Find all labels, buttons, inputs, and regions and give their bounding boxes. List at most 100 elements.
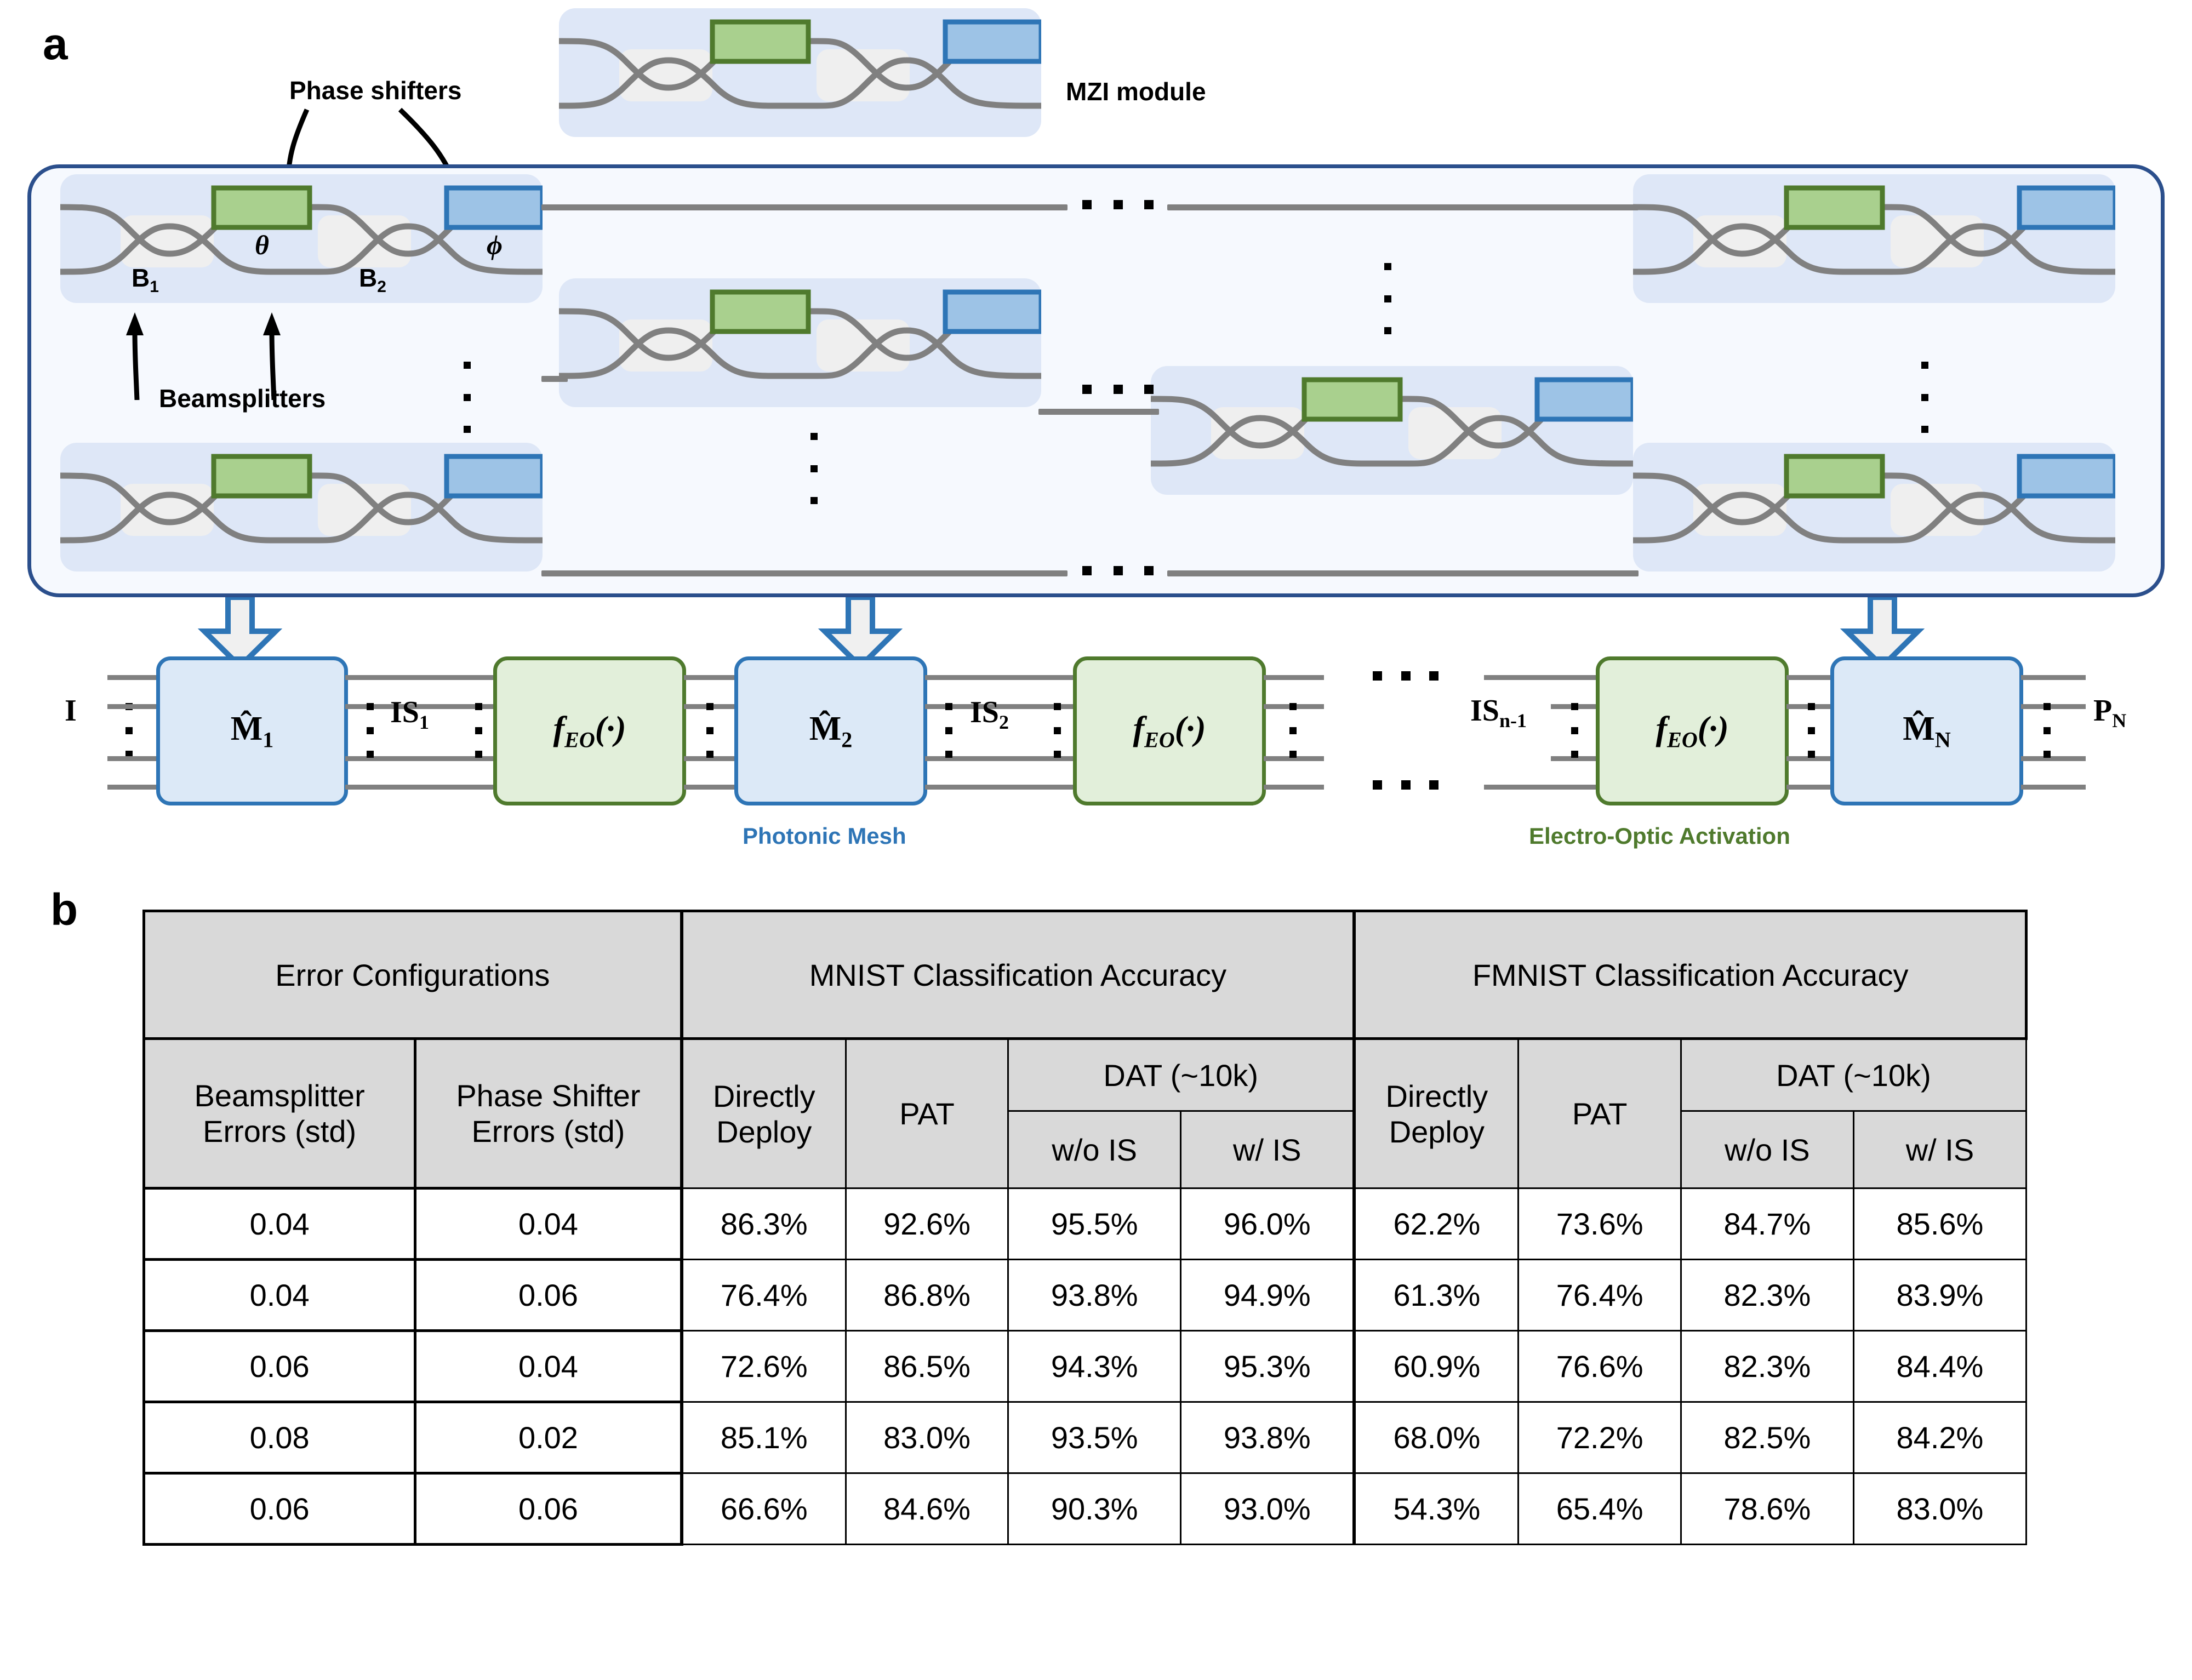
table-row: 0.06 0.06 66.6% 84.6% 90.3% 93.0% 54.3% … xyxy=(142,1472,2028,1546)
block-label: M̂1 xyxy=(230,710,274,752)
cell-phase-shifter-error: 0.02 xyxy=(414,1401,683,1475)
pipe-wire xyxy=(107,704,168,709)
header-error-configurations: Error Configurations xyxy=(142,910,683,1040)
cell-fmnist-pat: 72.2% xyxy=(1517,1401,1682,1474)
mzi-module-illustration xyxy=(559,8,1041,137)
header-line-2: Errors (std) xyxy=(203,1114,357,1148)
cell-fmnist-pat: 76.6% xyxy=(1517,1330,1682,1403)
table-row: 0.06 0.04 72.6% 86.5% 94.3% 95.3% 60.9% … xyxy=(142,1329,2028,1403)
block-activation-1[interactable]: fEO(·) xyxy=(493,656,686,805)
cell-mnist-directly-deploy: 72.6% xyxy=(680,1330,847,1403)
table-row: 0.04 0.04 86.3% 92.6% 95.5% 96.0% 62.2% … xyxy=(142,1187,2028,1261)
block-matrix-2[interactable]: M̂2 xyxy=(734,656,927,805)
beamsplitters-label: Beamsplitters xyxy=(159,384,326,413)
cell-mnist-pat: 92.6% xyxy=(844,1187,1009,1260)
mzi-module-r1c2 xyxy=(1633,174,2115,303)
cell-beamsplitter-error: 0.04 xyxy=(142,1258,417,1332)
pipe-wire xyxy=(684,675,739,680)
down-arrow-3 xyxy=(1840,597,1925,668)
cell-mnist-pat: 83.0% xyxy=(844,1401,1009,1474)
ellipsis-middle xyxy=(1082,384,1154,395)
block-activation-n[interactable]: fEO(·) xyxy=(1596,656,1789,805)
pipe-wire xyxy=(1484,675,1654,680)
table-header-leaf-row: w/o IS w/ IS w/o IS w/ IS xyxy=(144,1110,2028,1189)
cell-beamsplitter-error: 0.06 xyxy=(142,1472,417,1546)
header-line-2: Deploy xyxy=(1389,1114,1485,1149)
mzi-module-r2c2 xyxy=(1151,366,1633,495)
cell-fmnist-dat-w-is: 84.4% xyxy=(1852,1330,2028,1403)
phase-shifters-label: Phase shifters xyxy=(289,76,462,105)
block-label: fEO(·) xyxy=(553,710,626,752)
block-activation-2[interactable]: fEO(·) xyxy=(1073,656,1266,805)
cell-mnist-directly-deploy: 85.1% xyxy=(680,1401,847,1474)
cell-fmnist-pat: 65.4% xyxy=(1517,1472,1682,1545)
ellipsis-bottom xyxy=(1082,565,1154,576)
is-label-n-1: ISn-1 xyxy=(1470,694,1527,732)
theta-label: θ xyxy=(255,230,269,260)
pipe-wire xyxy=(107,675,168,680)
cell-fmnist-dat-wo-is: 82.3% xyxy=(1680,1259,1854,1332)
mzi-module-r1c1 xyxy=(60,174,543,303)
block-label: M̂2 xyxy=(809,710,853,752)
mzi-module-r2c1 xyxy=(559,278,1041,407)
header-mnist-accuracy: MNIST Classification Accuracy xyxy=(680,910,1356,1040)
pipe-wire xyxy=(1264,785,1324,790)
header-phase-shifter-errors: Phase Shifter Errors (std) xyxy=(414,1037,683,1190)
block-label: M̂N xyxy=(1903,710,1951,752)
header-fmnist-w-is: w/ IS xyxy=(1852,1110,2028,1189)
pipe-wire xyxy=(925,675,1129,680)
block-matrix-N[interactable]: M̂N xyxy=(1830,656,2023,805)
header-line-1: Directly xyxy=(1385,1078,1488,1113)
mzi-waveguide-diagram xyxy=(60,185,543,275)
block-label: fEO(·) xyxy=(1133,710,1206,752)
cell-mnist-dat-w-is: 93.8% xyxy=(1180,1401,1355,1474)
cell-mnist-dat-wo-is: 94.3% xyxy=(1007,1330,1182,1403)
header-fmnist-accuracy: FMNIST Classification Accuracy xyxy=(1352,910,2028,1040)
pipe-wire xyxy=(345,785,549,790)
dots-post-feo2 xyxy=(1289,703,1297,758)
ellipsis-vertical-mid xyxy=(1384,263,1391,334)
mzi-module-r3c1 xyxy=(60,443,543,572)
cell-mnist-dat-w-is: 93.0% xyxy=(1180,1472,1355,1545)
header-mnist-dat: DAT (~10k) xyxy=(1007,1038,1355,1112)
header-mnist-w-is: w/ IS xyxy=(1180,1110,1355,1189)
mzi-waveguide-diagram xyxy=(1633,185,2115,275)
mzi-waveguide-diagram xyxy=(60,454,543,544)
cell-fmnist-dat-wo-is: 84.7% xyxy=(1680,1187,1854,1260)
output-label: PN xyxy=(2093,694,2127,732)
pipe-wire xyxy=(1786,785,1846,790)
header-mnist-pat: PAT xyxy=(844,1038,1009,1189)
down-arrow-2 xyxy=(818,597,903,668)
waveguide-mid-link xyxy=(541,376,568,382)
phi-label: ϕ xyxy=(487,230,503,260)
pipe-wire xyxy=(1264,756,1324,761)
cell-beamsplitter-error: 0.06 xyxy=(142,1329,417,1403)
cell-mnist-dat-w-is: 94.9% xyxy=(1180,1259,1355,1332)
pipe-wire xyxy=(684,785,739,790)
header-beamsplitter-errors: Beamsplitter Errors (std) xyxy=(142,1037,417,1190)
table-body: 0.04 0.04 86.3% 92.6% 95.5% 96.0% 62.2% … xyxy=(142,1187,2028,1546)
table-row: 0.08 0.02 85.1% 83.0% 93.5% 93.8% 68.0% … xyxy=(142,1401,2028,1475)
dots-left-is2 xyxy=(945,703,952,758)
mzi-waveguide-diagram xyxy=(559,19,1041,109)
cell-mnist-directly-deploy: 76.4% xyxy=(680,1259,847,1332)
cell-fmnist-pat: 73.6% xyxy=(1517,1187,1682,1260)
cell-mnist-directly-deploy: 66.6% xyxy=(680,1472,847,1545)
mzi-module-label: MZI module xyxy=(1066,77,1206,106)
waveguide-bottom-right xyxy=(1167,570,1639,576)
block-matrix-1[interactable]: M̂1 xyxy=(156,656,348,805)
header-fmnist-directly-deploy: Directly Deploy xyxy=(1352,1038,1520,1189)
cell-fmnist-dat-wo-is: 82.3% xyxy=(1680,1330,1854,1403)
down-arrow-1 xyxy=(197,597,283,668)
pipe-wire xyxy=(925,785,1129,790)
cell-mnist-dat-w-is: 95.3% xyxy=(1180,1330,1355,1403)
cell-fmnist-directly-deploy: 61.3% xyxy=(1352,1259,1520,1332)
pipe-wire xyxy=(345,756,549,761)
cell-beamsplitter-error: 0.04 xyxy=(142,1187,417,1261)
header-fmnist-wo-is: w/o IS xyxy=(1680,1110,1854,1189)
table-header-sub-row: Beamsplitter Errors (std) Phase Shifter … xyxy=(142,1037,2028,1190)
cell-fmnist-directly-deploy: 68.0% xyxy=(1352,1401,1520,1474)
cell-mnist-dat-wo-is: 93.8% xyxy=(1007,1259,1182,1332)
dots-pre-feon xyxy=(1571,703,1578,758)
dots-left-is1 xyxy=(366,703,374,758)
